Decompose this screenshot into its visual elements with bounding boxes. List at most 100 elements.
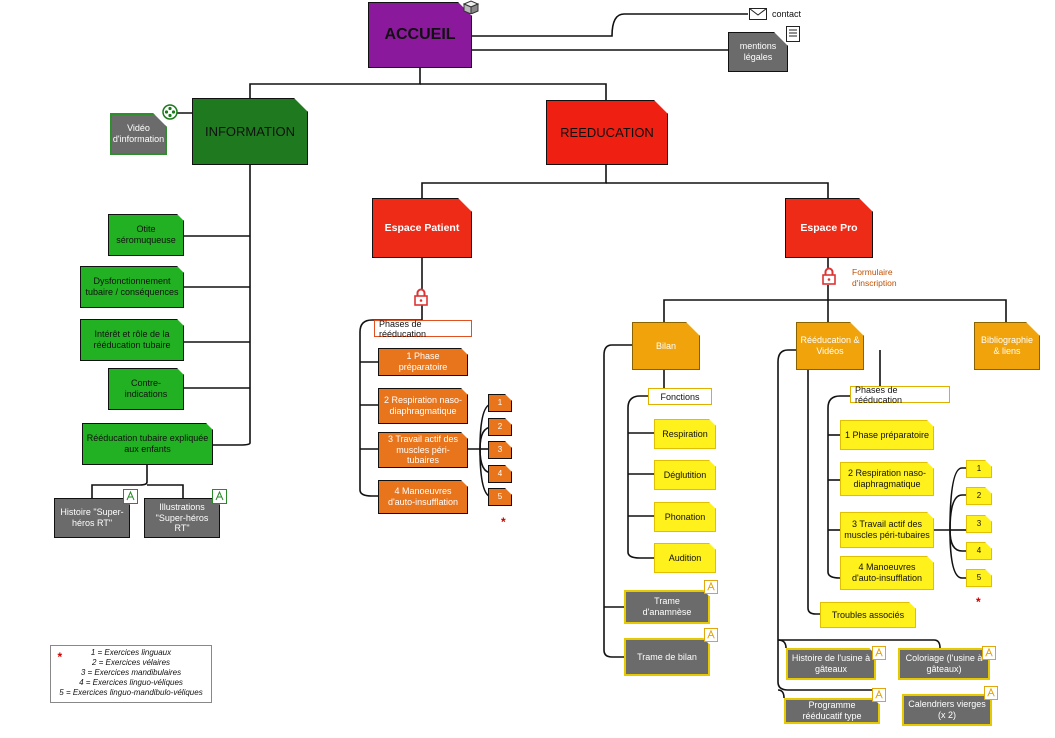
phase-label: 4 Manoeuvres d'auto-insufflation [387,486,459,507]
patient-exercise-5[interactable]: 5 [488,488,512,506]
resource-label: Programme rééducatif type [802,700,862,721]
pdf-icon[interactable] [872,646,886,660]
patient-phases-label: Phases de rééducation [374,319,472,339]
legend-line: 3 = Exercices mandibulaires [80,668,182,677]
illustrations-super-heros-node[interactable]: Illustrations "Super-héros RT" [144,498,220,538]
patient-exercise-2[interactable]: 2 [488,418,512,436]
patient-exercise-1[interactable]: 1 [488,394,512,412]
fonctions-label: Fonctions [648,388,712,405]
exercise-number: 1 [497,398,503,408]
patient-phase-4[interactable]: 4 Manoeuvres d'auto-insufflation [378,480,468,514]
pdf-icon[interactable] [704,580,718,594]
espace-pro-label: Espace Pro [800,221,858,234]
pro-exercise-3[interactable]: 3 [966,515,992,533]
formulaire-inscription-link[interactable]: Formulaire d'inscription [852,267,912,289]
pro-exercise-5[interactable]: 5 [966,569,992,587]
resource-histoire-usine[interactable]: Histoire de l'usine à gâteaux [786,648,876,680]
fonction-respiration[interactable]: Respiration [654,419,716,449]
resource-programme[interactable]: Programme rééducatif type [784,698,880,724]
mentions-legales-node[interactable]: mentions légales [728,32,788,72]
contact-link[interactable]: contact [772,9,802,19]
info-item-label: Contre-indications [124,378,168,399]
film-reel-icon [162,104,178,120]
pro-phase-2[interactable]: 2 Respiration naso-diaphragmatique [840,462,934,496]
pro-exercise-2[interactable]: 2 [966,487,992,505]
trame-bilan-node[interactable]: Trame de bilan [624,638,710,676]
histoire-super-heros-node[interactable]: Histoire "Super-héros RT" [54,498,130,538]
exercise-number: 5 [976,573,982,583]
info-item-contre-indications[interactable]: Contre-indications [108,368,184,410]
legend-line: 5 = Exercices linguo-mandibulo-véliques [59,688,203,697]
phase-label: 3 Travail actif des muscles péri-tubaire… [844,519,930,540]
fonction-label: Audition [668,552,702,563]
legend-star: * [57,650,62,664]
accueil-node[interactable]: ACCUEIL [368,2,472,68]
reeducation-videos-node[interactable]: Rééducation & Vidéos [796,322,864,370]
phase-label: 2 Respiration naso-diaphragmatique [383,395,463,416]
bilan-label: Bilan [655,340,676,351]
info-item-label: Dysfonctionnement tubaire / conséquences [85,276,179,297]
legend-line: 4 = Exercices linguo-véliques [79,678,183,687]
espace-pro-node[interactable]: Espace Pro [785,198,873,258]
bibliographie-label: Bibliographie & liens [980,335,1034,356]
pro-exercise-1[interactable]: 1 [966,460,992,478]
troubles-label: Troubles associés [831,609,905,620]
pro-phase-3[interactable]: 3 Travail actif des muscles péri-tubaire… [840,512,934,548]
bibliographie-node[interactable]: Bibliographie & liens [974,322,1040,370]
exercise-number: 2 [976,491,982,501]
illustrations-label: Illustrations "Super-héros RT" [155,501,209,534]
info-item-enfants[interactable]: Rééducation tubaire expliquée aux enfant… [82,423,213,465]
histoire-label: Histoire "Super-héros RT" [60,507,124,528]
patient-phase-2[interactable]: 2 Respiration naso-diaphragmatique [378,388,468,424]
pdf-icon[interactable] [704,628,718,642]
pro-exercise-4[interactable]: 4 [966,542,992,560]
trame-anamnese-node[interactable]: Trame d'anamnèse [624,590,710,624]
fonction-label: Déglutition [663,469,707,480]
lock-icon [822,267,836,285]
fonction-phonation[interactable]: Phonation [654,502,716,532]
pdf-icon[interactable] [123,489,138,504]
info-item-otite[interactable]: Otite séromuqueuse [108,214,184,256]
pro-phase-4[interactable]: 4 Manoeuvres d'auto-insufflation [840,556,934,590]
resource-coloriage[interactable]: Coloriage (l'usine à gâteaux) [898,648,990,680]
patient-exercise-3[interactable]: 3 [488,441,512,459]
pdf-icon[interactable] [984,686,998,700]
espace-patient-node[interactable]: Espace Patient [372,198,472,258]
patient-phase-3[interactable]: 3 Travail actif des muscles péri-tubaire… [378,432,468,468]
phase-label: 4 Manoeuvres d'auto-insufflation [851,562,923,583]
resource-calendriers[interactable]: Calendriers vierges (x 2) [902,694,992,726]
patient-star: * [501,515,506,529]
envelope-icon[interactable] [749,8,767,20]
fonction-label: Respiration [662,428,708,439]
pro-star: * [976,595,981,609]
mentions-legales-label: mentions légales [739,41,777,62]
information-node[interactable]: INFORMATION [192,98,308,165]
resource-label: Histoire de l'usine à gâteaux [791,653,871,674]
legend-line: 1 = Exercices linguaux [90,648,172,657]
info-item-dysfonctionnement[interactable]: Dysfonctionnement tubaire / conséquences [80,266,184,308]
info-item-label: Otite séromuqueuse [116,224,176,245]
phase-label: 3 Travail actif des muscles péri-tubaire… [387,433,459,466]
information-label: INFORMATION [204,123,296,139]
patient-exercise-4[interactable]: 4 [488,465,512,483]
exercise-number: 2 [497,422,503,432]
pdf-icon[interactable] [982,646,996,660]
troubles-associes-node[interactable]: Troubles associés [820,602,916,628]
resource-label: Calendriers vierges (x 2) [908,699,986,720]
exercise-number: 5 [497,492,503,502]
fonction-deglutition[interactable]: Déglutition [654,460,716,490]
pro-phases-label: Phases de rééducation [850,385,950,405]
pdf-icon[interactable] [212,489,227,504]
accueil-label: ACCUEIL [384,26,456,44]
reeducation-node[interactable]: REEDUCATION [546,100,668,165]
patient-phase-1[interactable]: 1 Phase préparatoire [378,348,468,376]
bilan-node[interactable]: Bilan [632,322,700,370]
exercise-number: 3 [976,519,982,529]
info-item-interet[interactable]: Intérêt et rôle de la rééducation tubair… [80,319,184,361]
formulaire-label: Formulaire d'inscription [852,267,897,288]
pro-phase-1[interactable]: 1 Phase préparatoire [840,420,934,450]
video-information-node[interactable]: Vidéo d'information [110,113,167,155]
video-information-label: Vidéo d'information [112,123,165,144]
pdf-icon[interactable] [872,688,886,702]
fonction-audition[interactable]: Audition [654,543,716,573]
